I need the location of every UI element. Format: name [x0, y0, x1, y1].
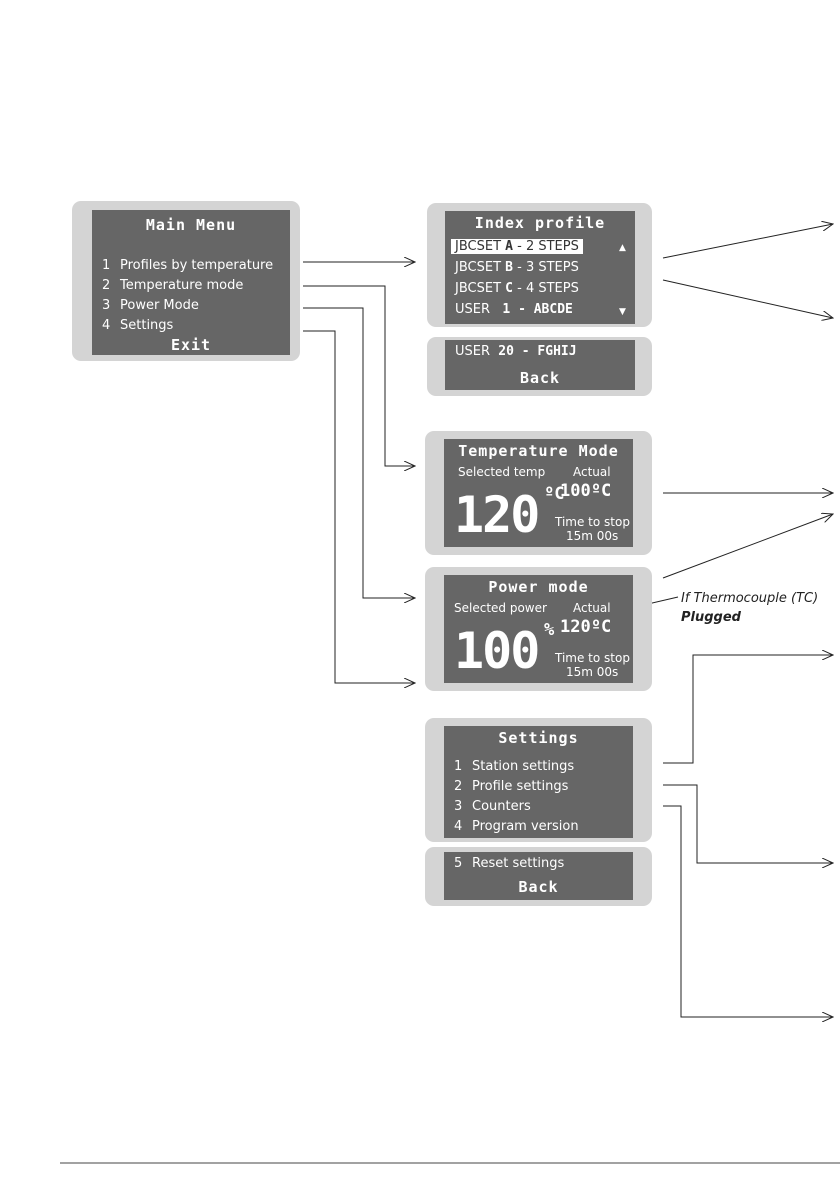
profile-code: B	[505, 260, 513, 275]
selected-temp-label: Selected temp	[458, 465, 546, 479]
tc-note-line2: Plugged	[681, 610, 741, 625]
selected-temp-value: 120	[454, 486, 540, 544]
item-label: Settings	[120, 318, 174, 333]
settings-back-button[interactable]: Back	[518, 878, 559, 896]
profile-row-jbcset-b[interactable]: JBCSET B - 3 STEPS	[455, 260, 579, 275]
tc-note-line1: If Thermocouple (TC)	[681, 591, 819, 606]
index-profile-back-button[interactable]: Back	[519, 369, 561, 387]
index-profile-device: Index profile JBCSET A - 2 STEPS JBCSET …	[427, 203, 652, 327]
item-label: Program version	[472, 819, 579, 834]
item-number: 4	[454, 819, 463, 834]
item-number: 1	[102, 258, 111, 273]
temperature-mode-screen: Temperature Mode Selected temp Actual 12…	[444, 439, 633, 547]
profile-prefix: USER	[455, 344, 491, 359]
main-menu-device: Main Menu 1 Profiles by temperature 2 Temp…	[72, 201, 300, 361]
profile-row-jbcset-c[interactable]: JBCSET C - 4 STEPS	[455, 281, 579, 296]
settings-screen: Settings 1 Station settings 2 Profile sett…	[444, 726, 633, 838]
profile-prefix: JBCSET	[455, 260, 502, 275]
index-profile-continued-screen: USER 20 - FGHIJ Back	[445, 340, 635, 390]
item-label: Reset settings	[472, 856, 565, 871]
selected-power-label: Selected power	[454, 601, 547, 615]
temperature-mode-title: Temperature Mode	[458, 442, 619, 460]
power-mode-title: Power mode	[488, 578, 589, 596]
item-number: 5	[454, 856, 463, 871]
settings-device: Settings 1 Station settings 2 Profile sett…	[425, 718, 652, 842]
power-mode-device: Power mode Selected power Actual 100 % 1…	[425, 567, 652, 691]
profile-prefix: JBCSET	[455, 281, 502, 296]
power-mode-screen: Power mode Selected power Actual 100 % 1…	[444, 575, 633, 683]
profile-code: C	[505, 281, 513, 296]
item-number: 4	[102, 318, 111, 333]
selected-power-value: 100	[454, 622, 540, 680]
settings-item-profile[interactable]: 2 Profile settings	[454, 779, 568, 794]
time-to-stop-label: Time to stop	[555, 515, 630, 529]
profile-row-jbcset-a[interactable]: JBCSET A - 2 STEPS	[451, 239, 583, 254]
main-menu-exit-button[interactable]: Exit	[170, 336, 212, 354]
main-menu-item-temperature-mode[interactable]: 2 Temperature mode	[102, 278, 243, 293]
time-to-stop-value: 15m 00s	[566, 529, 619, 543]
profile-suffix: - 2 STEPS	[517, 239, 579, 254]
main-menu-title: Main Menu	[145, 216, 237, 234]
main-menu-item-profiles[interactable]: 1 Profiles by temperature	[102, 258, 273, 273]
profile-row-user-1[interactable]: USER 1 - ABCDE	[455, 302, 573, 317]
scroll-down-icon[interactable]: ▼	[619, 307, 626, 317]
selected-temp-unit: ºC	[544, 484, 565, 504]
item-label: Power Mode	[120, 298, 199, 313]
settings-continued-screen: 5 Reset settings Back	[444, 852, 633, 900]
settings-item-counters[interactable]: 3 Counters	[454, 799, 531, 814]
item-label: Profile settings	[472, 779, 569, 794]
index-profile-title: Index profile	[474, 214, 606, 232]
profile-suffix: - 3 STEPS	[517, 260, 579, 275]
settings-continued-device: 5 Reset settings Back	[425, 847, 652, 906]
index-profile-continued-device: USER 20 - FGHIJ Back	[427, 337, 652, 396]
temperature-mode-device: Temperature Mode Selected temp Actual 12…	[425, 431, 652, 555]
main-menu-screen: Main Menu 1 Profiles by temperature 2 Temp…	[92, 210, 290, 355]
time-to-stop-label: Time to stop	[555, 651, 630, 665]
actual-temp-value: 120ºC	[560, 617, 612, 637]
time-to-stop-value: 15m 00s	[566, 665, 619, 679]
settings-item-reset[interactable]: 5 Reset settings	[454, 856, 564, 871]
main-menu-item-settings[interactable]: 4 Settings	[102, 318, 173, 333]
item-label: Temperature mode	[120, 278, 244, 293]
item-number: 3	[454, 799, 463, 814]
scroll-up-icon[interactable]: ▲	[619, 243, 626, 253]
profile-code: 1 - ABCDE	[502, 302, 573, 317]
index-profile-screen: Index profile JBCSET A - 2 STEPS JBCSET …	[445, 211, 635, 324]
profile-row-user-20[interactable]: USER 20 - FGHIJ	[455, 344, 577, 359]
selected-power-unit: %	[544, 620, 555, 640]
item-number: 2	[454, 779, 463, 794]
settings-title: Settings	[498, 729, 579, 747]
item-number: 3	[102, 298, 111, 313]
profile-code: A	[505, 239, 513, 254]
profile-prefix: JBCSET	[455, 239, 502, 254]
main-menu-item-power-mode[interactable]: 3 Power Mode	[102, 298, 199, 313]
item-label: Profiles by temperature	[120, 258, 274, 273]
settings-item-station[interactable]: 1 Station settings	[454, 759, 574, 774]
actual-temp-value: 100ºC	[560, 481, 612, 501]
item-number: 1	[454, 759, 463, 774]
profile-code: 20 - FGHIJ	[498, 344, 577, 359]
actual-label: Actual	[573, 465, 611, 479]
profile-prefix: USER	[455, 302, 491, 317]
profile-suffix: - 4 STEPS	[517, 281, 579, 296]
item-label: Counters	[472, 799, 531, 814]
actual-label: Actual	[573, 601, 611, 615]
settings-item-program-version[interactable]: 4 Program version	[454, 819, 579, 834]
item-number: 2	[102, 278, 111, 293]
item-label: Station settings	[472, 759, 575, 774]
